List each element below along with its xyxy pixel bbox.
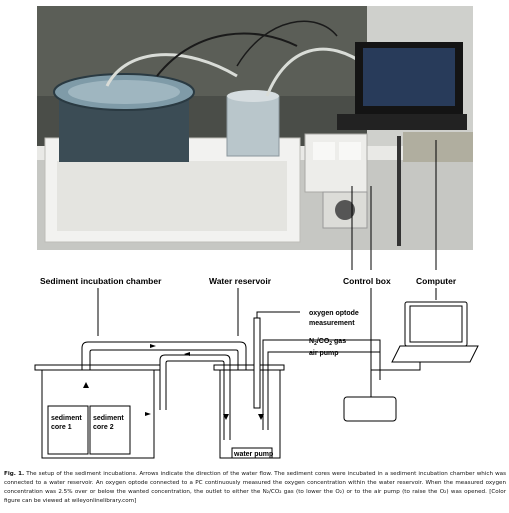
setup-schematic: oxygen optode measurement N2/CO2 gas air… (34, 140, 479, 459)
photo-drawing (37, 6, 473, 250)
text-air-pump: air pump (309, 350, 339, 357)
text-water-pump: water pump (233, 451, 273, 458)
label-water-reservoir: Water reservoir (209, 276, 272, 286)
text-measurement: measurement (309, 320, 355, 327)
text-core-2: core 2 (93, 424, 114, 431)
text-n2co2-gas: N2/CO2 gas (309, 338, 346, 347)
setup-photograph (37, 6, 473, 250)
label-computer: Computer (416, 276, 457, 286)
text-core-1: core 1 (51, 424, 72, 431)
text-oxygen-optode: oxygen optode (309, 310, 359, 317)
label-control-box: Control box (343, 276, 391, 286)
figure-caption: Fig. 1. The setup of the sediment incuba… (4, 470, 506, 506)
figure-label: Fig. 1. (4, 471, 25, 477)
label-sediment-incubation-chamber: Sediment incubation chamber (40, 276, 162, 286)
figure-caption-text: The setup of the sediment incubations. A… (4, 471, 506, 504)
text-sediment-1: sediment (51, 415, 82, 422)
text-sediment-2: sediment (93, 415, 124, 422)
